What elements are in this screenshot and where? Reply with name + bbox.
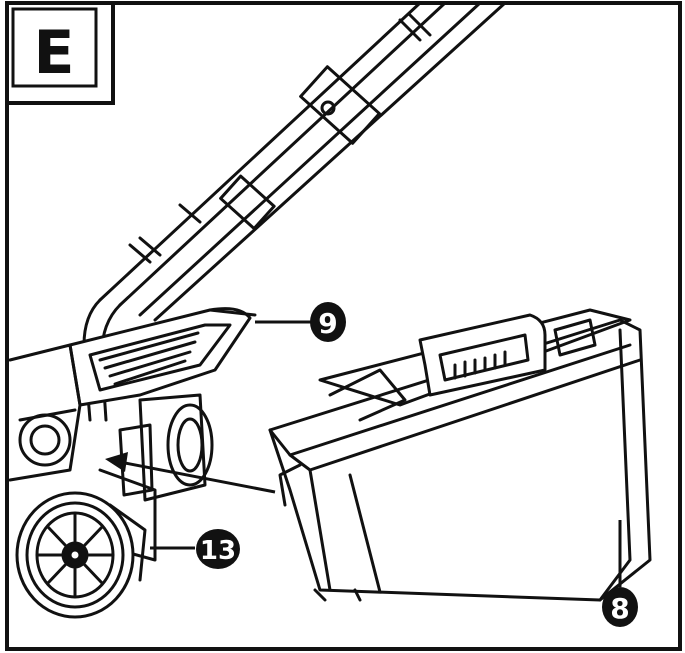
callout-label: 13 — [200, 536, 236, 566]
callout-9: 9 — [255, 302, 346, 342]
grass-catcher-box — [268, 308, 652, 602]
catcher-lid — [68, 307, 257, 407]
step-letter: E — [34, 18, 75, 88]
callout-label: 8 — [610, 592, 629, 625]
machine-handle — [82, 1, 507, 422]
front-wheel — [15, 491, 147, 619]
insert-arrow — [105, 452, 276, 494]
step-badge: E — [5, 1, 115, 105]
callout-8: 8 — [602, 520, 638, 627]
callout-label: 9 — [318, 307, 337, 340]
figure-frame — [5, 1, 682, 651]
callout-13: 13 — [150, 529, 240, 569]
